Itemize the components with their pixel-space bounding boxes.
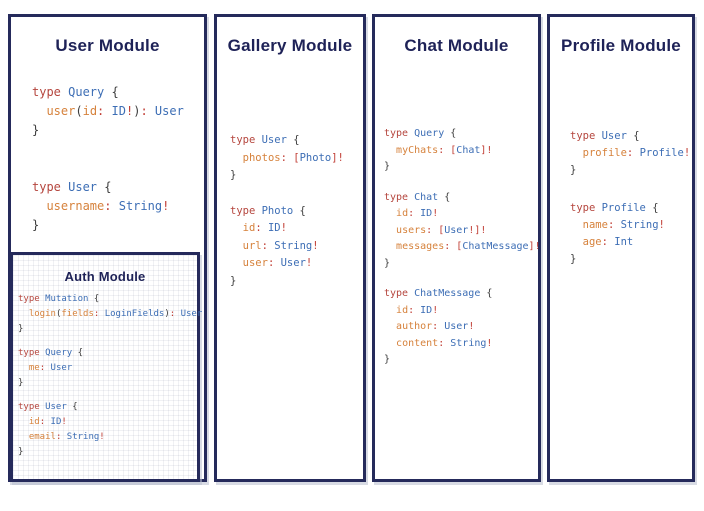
code-line: } [18,378,24,388]
code-line: type User { [230,134,300,146]
panel-chat-module: Chat Module type Query { myChats: [Chat]… [372,14,541,482]
code-line: email: String! [28,432,105,442]
panel-title-chat-module: Chat Module [404,36,509,55]
panel-title-user-module: User Module [55,36,160,55]
code-line: type User { [570,130,640,142]
panel-title-gallery-module: Gallery Module [227,36,353,55]
panel-gallery-module: Gallery Module type User { photos: [Phot… [214,14,366,482]
panel-title-profile-module: Profile Module [561,36,681,55]
code-line: id: ID! [242,222,287,234]
code-block: type Mutation { login(fields: LoginField… [18,292,203,337]
panel-auth-module: Auth Module type Mutation { login(fields… [10,252,203,482]
code-chat-module: type Query { myChats: [Chat]!}type Chat … [384,126,541,369]
code-line: id: ID! [396,304,439,316]
code-line: } [384,354,391,365]
code-line: age: Int [582,236,634,248]
code-block: type Query { me: User} [18,346,197,391]
code-block: type User { id: ID! email: String!} [18,400,197,460]
code-line: name: String! [582,219,665,231]
code-line: } [230,274,237,287]
code-line: myChats: [Chat]! [396,144,493,156]
code-line: type User { [18,402,78,412]
code-line: } [384,257,391,269]
code-line: } [18,324,24,334]
code-profile-module: type User { profile: Profile!}type Profi… [570,128,692,268]
code-line: photos: [Photo]! [242,151,344,164]
code-line: id: ID! [28,417,67,427]
code-line: messages: [ChatMessage]! [396,241,541,252]
code-line: profile: Profile! [582,147,691,159]
code-line: author: User! [396,321,475,332]
code-line: url: String! [242,239,319,252]
code-line: type Query { [18,348,84,358]
code-block: type User { photos: [Photo]!} [230,132,363,185]
code-line: } [18,447,24,457]
code-user-module: type Query { user(id: ID!): User}type Us… [32,83,204,235]
code-block: type ChatMessage { id: ID! author: User!… [384,286,538,369]
code-line: } [384,161,391,172]
code-line: } [32,218,40,232]
code-line: user: User! [242,257,313,269]
code-block: type Query { myChats: [Chat]!} [384,126,538,176]
code-line: content: String! [396,337,493,349]
code-block: type Photo { id: ID! url: String! user: … [230,203,363,291]
panel-profile-module: Profile Module type User { profile: Prof… [547,14,695,482]
code-gallery-module: type User { photos: [Photo]!}type Photo … [230,132,363,290]
code-line: type User { [32,180,112,194]
code-line: type Profile { [570,202,659,214]
code-auth-module: type Mutation { login(fields: LoginField… [18,292,203,460]
code-line: type Mutation { [18,294,100,304]
code-line: login(fields: LoginFields): User [28,309,203,319]
code-line: type Photo { [230,204,306,217]
code-line: user(id: ID!): User [46,104,184,118]
code-block: type User { profile: Profile!} [570,128,692,179]
code-line: } [32,123,40,137]
panel-title-auth-module: Auth Module [64,269,146,284]
code-line: id: ID! [396,208,439,219]
code-block: type Profile { name: String! age: Int} [570,200,692,268]
code-block: type Query { user(id: ID!): User} [32,83,204,140]
code-block: type Chat { id: ID! users: [User!]! mess… [384,190,541,273]
code-line: } [230,169,237,181]
code-line: type Query { [384,128,457,139]
code-block: type User { username: String!} [32,178,204,235]
code-line: username: String! [46,199,170,213]
code-line: type Query { [32,85,119,99]
code-line: me: User [28,363,73,373]
code-line: type ChatMessage { [384,288,493,299]
code-line: users: [User!]! [396,224,487,236]
code-line: } [570,253,577,265]
code-line: } [570,164,577,176]
code-line: type Chat { [384,191,451,203]
